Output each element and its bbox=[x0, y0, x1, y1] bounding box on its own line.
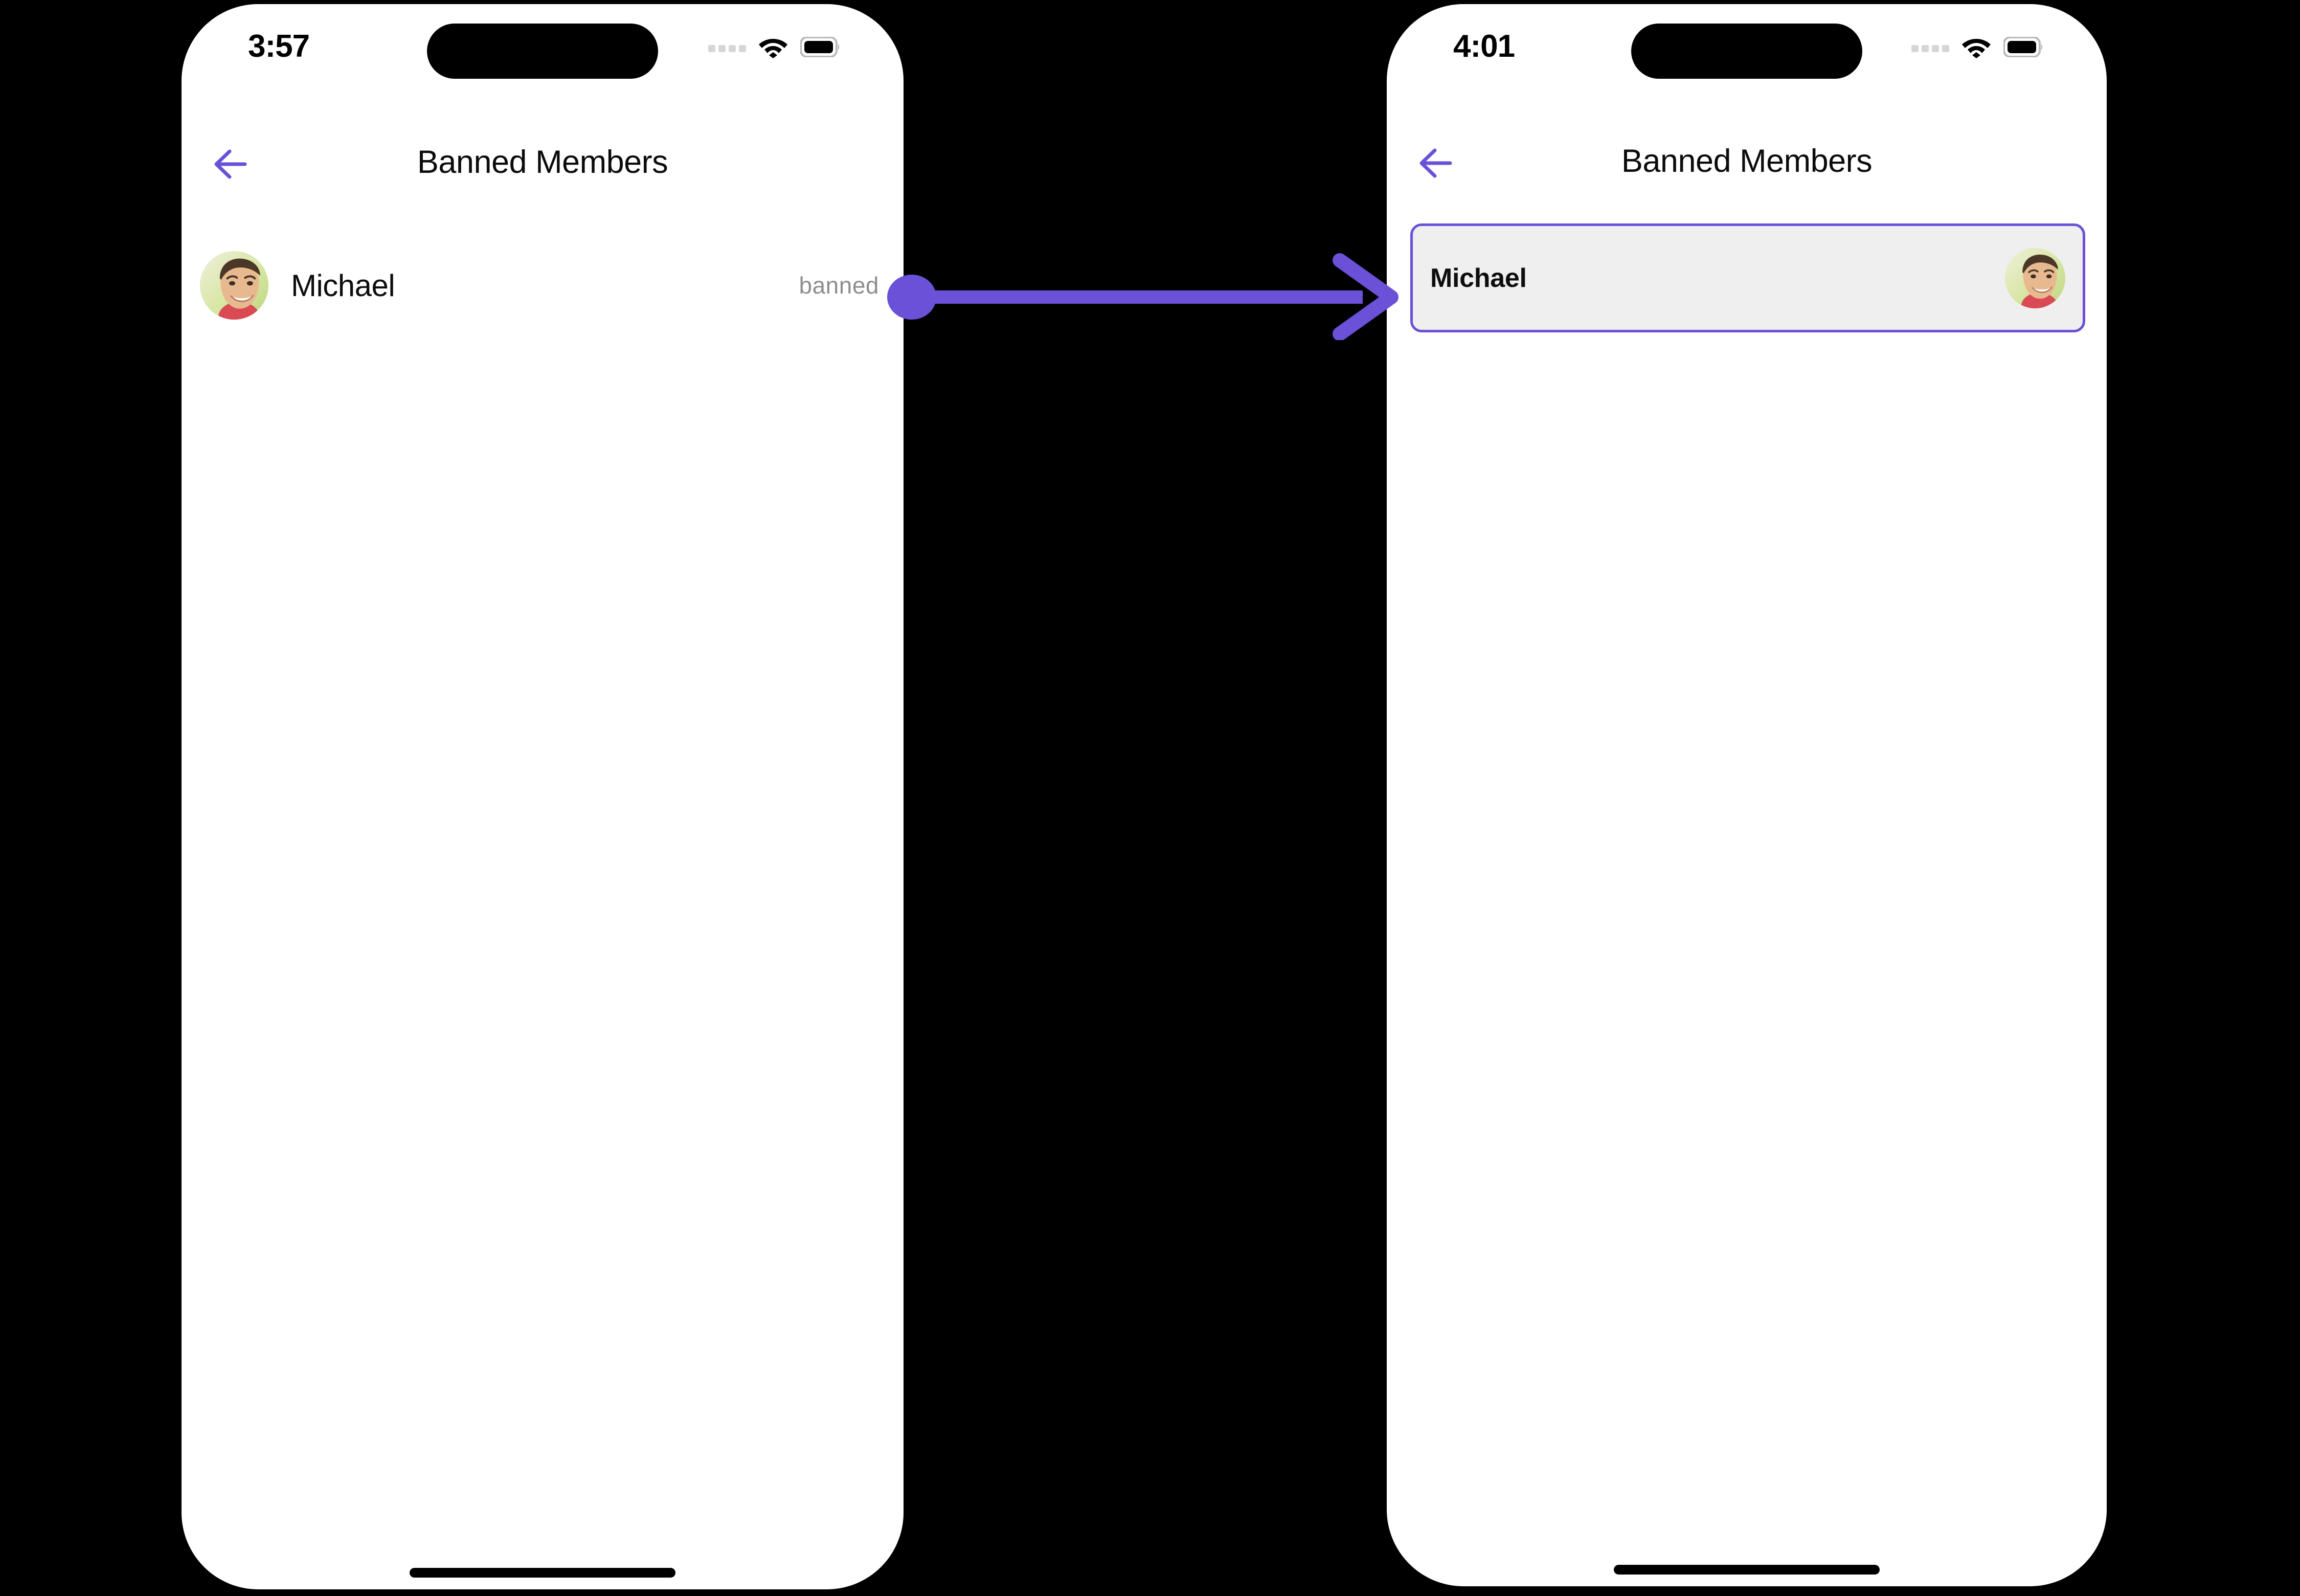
back-button[interactable] bbox=[1407, 136, 1463, 192]
phone-screen-after: 4:01 bbox=[1387, 4, 2107, 1586]
status-indicators bbox=[708, 36, 840, 61]
navigation-bar: Banned Members bbox=[182, 137, 904, 193]
status-badge: banned bbox=[799, 272, 879, 299]
status-time: 4:01 bbox=[1453, 29, 1515, 64]
home-indicator bbox=[410, 1568, 675, 1578]
battery-full-icon bbox=[800, 36, 840, 60]
battery-full-icon bbox=[2003, 36, 2043, 60]
cellular-signal-icon bbox=[708, 44, 746, 52]
arrow-head bbox=[1333, 253, 1399, 341]
back-button[interactable] bbox=[202, 137, 258, 193]
wifi-icon bbox=[758, 36, 788, 61]
dynamic-island bbox=[427, 24, 658, 79]
cellular-signal-icon bbox=[1911, 44, 1949, 52]
user-avatar-photo bbox=[2005, 248, 2065, 308]
list-item-name: Michael bbox=[1430, 263, 1527, 293]
status-time: 3:57 bbox=[248, 29, 310, 64]
phone-screen-before: 3:57 bbox=[182, 4, 904, 1589]
transition-arrow bbox=[887, 253, 1404, 341]
user-avatar-photo bbox=[200, 251, 268, 320]
navigation-bar: Banned Members bbox=[1387, 136, 2107, 192]
status-indicators bbox=[1911, 36, 2043, 61]
list-item-highlighted[interactable]: Michael bbox=[1410, 223, 2085, 332]
arrow-left-icon bbox=[212, 148, 248, 183]
dynamic-island bbox=[1631, 24, 1862, 79]
status-bar: 4:01 bbox=[1387, 4, 2107, 81]
list-item-name: Michael bbox=[291, 268, 395, 303]
list-item[interactable]: Michael banned bbox=[182, 244, 904, 326]
status-bar: 3:57 bbox=[182, 4, 904, 81]
wifi-icon bbox=[1961, 36, 1991, 61]
page-title: Banned Members bbox=[417, 144, 668, 180]
home-indicator bbox=[1614, 1565, 1880, 1575]
arrow-left-icon bbox=[1417, 147, 1453, 182]
page-title: Banned Members bbox=[1621, 143, 1873, 179]
